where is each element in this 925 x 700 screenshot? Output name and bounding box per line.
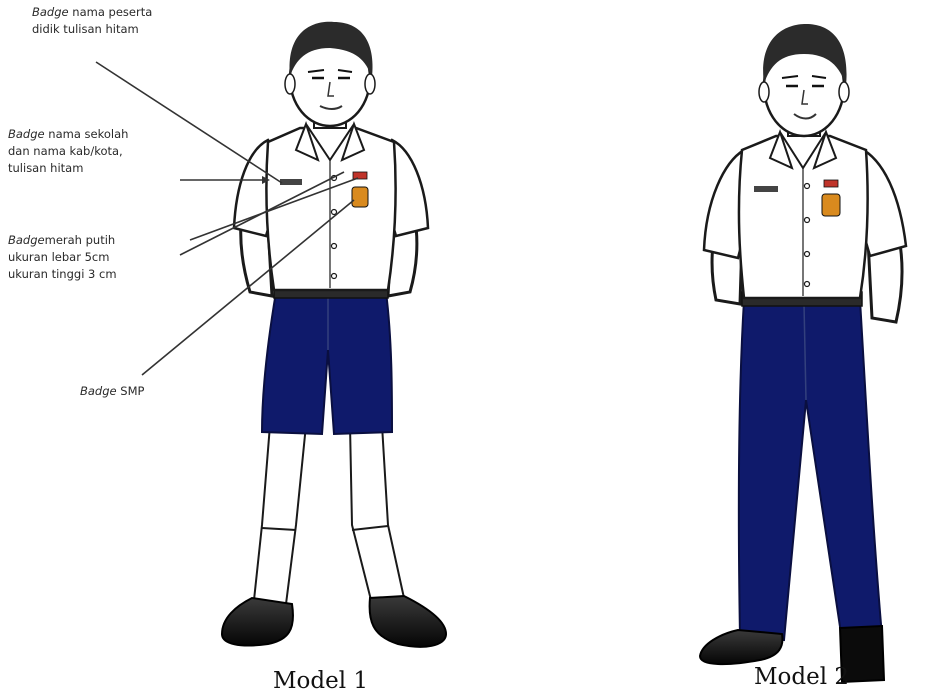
model-1-ear-left — [285, 74, 295, 94]
model-2-trousers — [739, 300, 882, 640]
model-1-name-badge — [280, 179, 302, 185]
model-2-ear-right — [839, 82, 849, 102]
model-2-smp-badge — [822, 194, 840, 216]
annotation-school-badge: Badge nama sekolah dan nama kab/kota, tu… — [8, 126, 128, 177]
annotation-flag-badge: Badgemerah putih ukuran lebar 5cm ukuran… — [8, 232, 117, 283]
model-1-right-leg — [350, 425, 404, 604]
model-1-right-shoe — [370, 596, 446, 647]
model-2-figure — [700, 24, 906, 682]
caption-model-1: Model 1 — [273, 668, 368, 694]
annotation-smp-badge: Badge SMP — [80, 383, 144, 400]
annotation-name-badge: Badge nama peserta didik tulisan hitam — [32, 4, 152, 38]
model-1-left-leg — [254, 425, 306, 604]
model-1-left-shoe — [222, 598, 293, 646]
model-1-smp-badge — [352, 187, 368, 207]
model-1-collar — [296, 124, 364, 160]
model-1-flag-badge — [353, 172, 367, 179]
model-2-flag-badge — [824, 180, 838, 187]
model-2-ear-left — [759, 82, 769, 102]
model-1-ear-right — [365, 74, 375, 94]
model-2-name-badge — [754, 186, 778, 192]
model-2-left-shoe — [700, 630, 782, 664]
model-1-shorts — [262, 292, 392, 434]
caption-model-2: Model 2 — [754, 664, 849, 690]
model-2-collar — [770, 132, 836, 168]
model-1-figure — [222, 22, 446, 647]
